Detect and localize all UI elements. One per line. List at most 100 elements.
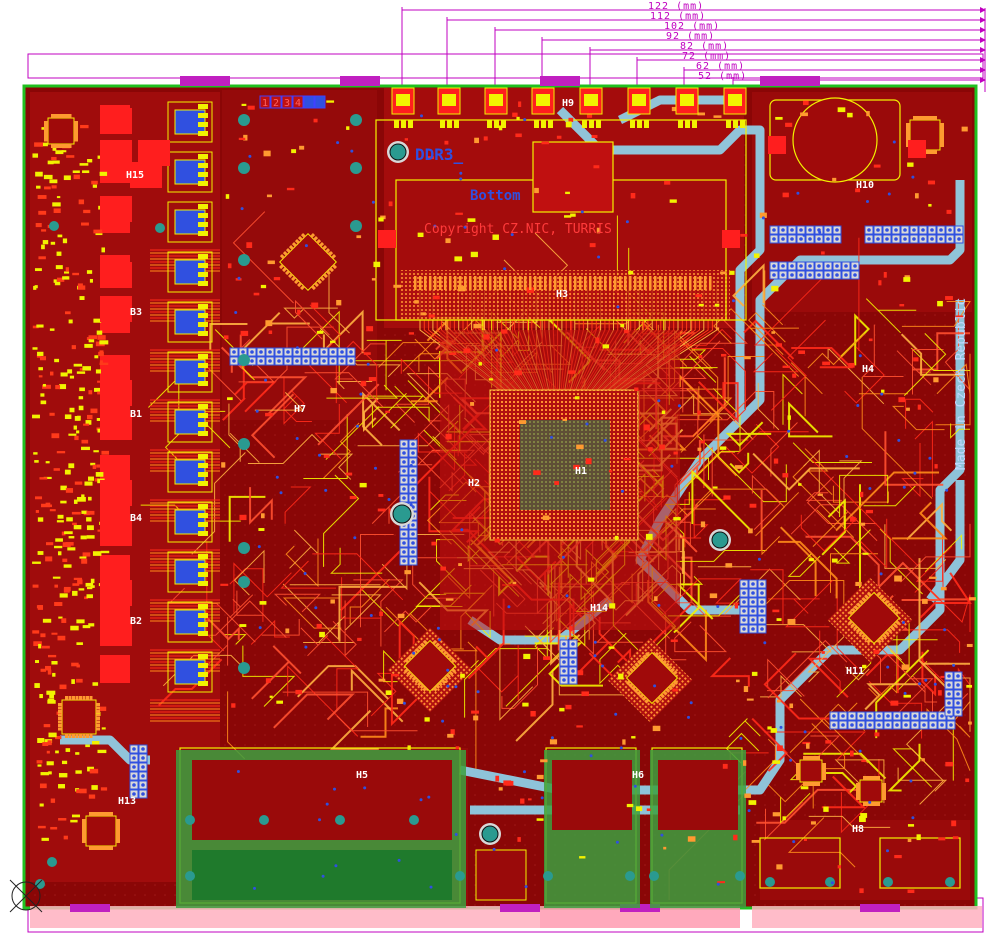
plated-pad — [238, 114, 250, 126]
via — [928, 457, 931, 460]
layer-tab-3[interactable]: 3 — [284, 98, 290, 109]
header-pin-hole — [790, 273, 794, 277]
mounting-hole[interactable] — [712, 532, 728, 548]
sma-connector-pin — [541, 120, 546, 128]
ic-chip[interactable] — [856, 776, 886, 806]
header-pin-hole — [742, 609, 746, 613]
smd-pad — [928, 181, 935, 185]
sma-connector-pin — [692, 120, 697, 128]
smd-pad — [77, 579, 82, 584]
smd-pad — [79, 556, 86, 558]
smd-pad — [586, 458, 592, 464]
smd-pad — [87, 535, 95, 538]
header-pin-hole — [790, 264, 794, 268]
ic-chip[interactable] — [58, 696, 100, 738]
smd-pad — [503, 780, 511, 785]
smd-pad — [771, 331, 775, 334]
smd-pad — [631, 736, 635, 738]
plated-pad — [238, 662, 250, 674]
ic-chip[interactable] — [796, 756, 826, 786]
header-pin-hole — [349, 350, 353, 354]
layer-tab-1[interactable]: 1 — [262, 98, 268, 109]
plated-pad — [543, 871, 553, 881]
layer-tab-6[interactable]: 6 — [317, 98, 323, 109]
smd-pad — [459, 276, 462, 290]
smd-pad — [35, 660, 39, 663]
plated-pad — [185, 815, 195, 825]
smd-pad — [429, 276, 432, 290]
smd-pad — [514, 276, 517, 290]
smd-pad — [93, 551, 101, 556]
layer-tabs[interactable]: 1 2 3 4 5 6 — [260, 96, 325, 109]
via — [430, 886, 433, 889]
layer-tab-4[interactable]: 4 — [295, 98, 301, 109]
layer-tab-5[interactable]: 5 — [306, 98, 312, 109]
header-pin-hole — [141, 792, 145, 796]
smd-pad — [458, 563, 462, 566]
mounting-hole[interactable] — [390, 144, 406, 160]
smd-pad — [57, 520, 64, 522]
smd-pad — [874, 165, 881, 168]
via — [370, 614, 373, 617]
smd-pad — [86, 517, 91, 521]
smd-pad — [537, 775, 544, 779]
smd-pad — [330, 388, 337, 393]
header-pin-hole — [402, 469, 406, 473]
via — [359, 393, 362, 396]
smd-pad — [514, 370, 522, 375]
smd-pad — [654, 596, 658, 601]
via — [372, 201, 375, 204]
ethernet-connectors[interactable] — [176, 750, 746, 908]
smd-pad — [455, 213, 463, 215]
via — [454, 685, 457, 688]
header-pin-hole — [742, 627, 746, 631]
layer-tab-2[interactable]: 2 — [273, 98, 279, 109]
smd-pad — [330, 341, 336, 343]
smd-pad — [81, 440, 88, 444]
smd-pad — [444, 276, 447, 290]
header-pin-hole — [931, 723, 935, 727]
ic-chip[interactable] — [82, 812, 120, 850]
smd-pad — [75, 770, 81, 773]
smd-pad — [198, 104, 208, 109]
smd-pad — [40, 356, 46, 360]
smd-pad — [965, 778, 969, 782]
smd-pad — [523, 654, 530, 659]
header-pin-hole — [772, 228, 776, 232]
smd-pad — [198, 322, 208, 327]
smd-pad — [58, 235, 63, 238]
smd-pad — [614, 276, 617, 290]
smd-pad — [46, 542, 53, 545]
ref-h7: H7 — [294, 404, 306, 415]
mounting-hole[interactable] — [482, 826, 498, 842]
smd-pad — [83, 210, 90, 213]
smd-pad — [71, 679, 75, 684]
smd-pad — [517, 837, 520, 842]
via — [356, 425, 359, 428]
smd-pad — [754, 253, 760, 257]
smd-pad — [79, 406, 84, 411]
ic-chip[interactable] — [44, 114, 78, 148]
smd-pad — [669, 276, 672, 290]
smd-pad — [75, 752, 79, 755]
via — [604, 439, 607, 442]
via — [353, 536, 356, 539]
via — [410, 503, 413, 506]
via — [304, 572, 307, 575]
smd-pad — [519, 420, 526, 424]
smd-pad — [58, 515, 64, 519]
smd-pad — [101, 551, 110, 553]
smd-pad — [69, 320, 73, 324]
smd-pad — [55, 150, 63, 154]
header-pin-hole — [340, 359, 344, 363]
smd-pad — [100, 196, 132, 222]
smd-pad — [894, 576, 902, 582]
sma-connector-pad — [396, 94, 410, 106]
smd-pad — [515, 133, 521, 137]
mounting-hole[interactable] — [393, 505, 411, 523]
copyright-text: Copyright CZ.NIC, TURRIS — [424, 222, 612, 237]
header-pin-hole — [751, 582, 755, 586]
smd-pad — [67, 369, 72, 373]
